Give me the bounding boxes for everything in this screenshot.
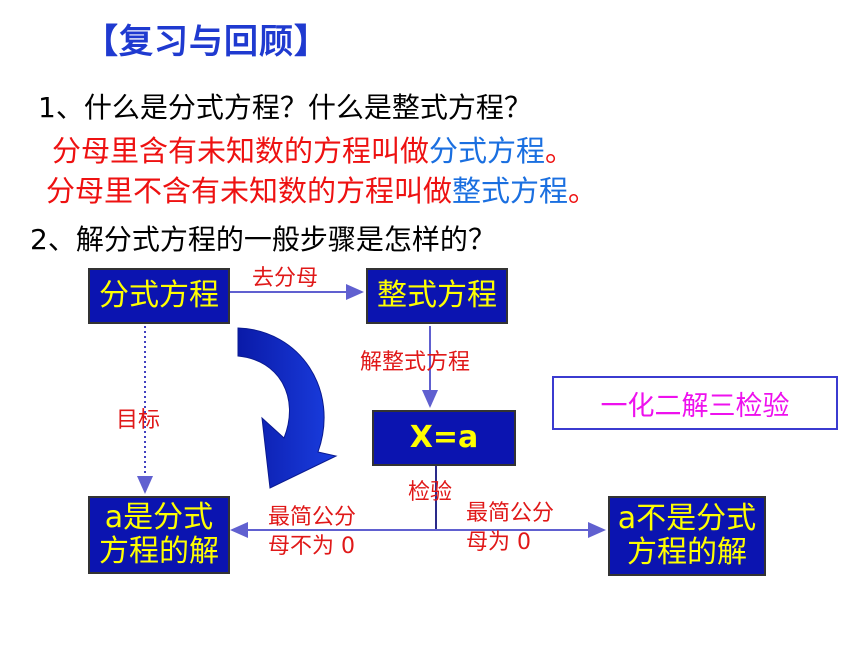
answer-2-prefix: 分母里不含有未知数的方程叫做	[46, 174, 453, 208]
box-is-root-line2: 方程的解	[99, 534, 219, 569]
box-solution: X=a	[372, 410, 516, 466]
box-solution-label: X=a	[409, 419, 479, 455]
label-check: 检验	[408, 480, 453, 505]
box-integral-equation: 整式方程	[366, 268, 508, 324]
label-solve-integral: 解整式方程	[360, 350, 471, 375]
label-denominator-zero-line2: 母为 0	[466, 529, 531, 555]
answer-1-suffix: 。	[545, 134, 575, 168]
answer-2-suffix: 。	[568, 174, 598, 208]
curved-flow-arrow	[237, 327, 338, 489]
label-denominator-zero-line1: 最简公分	[466, 501, 555, 526]
label-denominator-nonzero: 最简公分 母不为 0	[268, 504, 356, 561]
label-clear-denominator: 去分母	[252, 266, 319, 291]
box-fractional-equation-label: 分式方程	[99, 277, 219, 313]
label-goal: 目标	[116, 408, 161, 433]
label-denominator-nonzero-line2: 母不为 0	[268, 533, 355, 559]
box-is-root: a是分式 方程的解	[88, 496, 230, 574]
page-title: 【复习与回顾】	[84, 22, 329, 62]
box-not-root-line1: a不是分式	[617, 500, 757, 536]
answer-2-term: 整式方程	[452, 174, 569, 208]
question-2: 2、解分式方程的一般步骤是怎样的？	[30, 223, 496, 256]
question-1: 1、什么是分式方程？什么是整式方程？	[38, 91, 532, 124]
summary-box: 一化二解三检验	[552, 376, 838, 430]
answer-integral-definition: 分母里不含有未知数的方程叫做整式方程。	[46, 168, 597, 210]
answer-1-term: 分式方程	[429, 134, 546, 168]
box-fractional-equation: 分式方程	[88, 268, 230, 324]
box-not-root-line2: 方程的解	[627, 535, 747, 570]
summary-text: 一化二解三检验	[600, 390, 790, 422]
box-not-root: a不是分式 方程的解	[608, 496, 766, 576]
label-denominator-zero: 最简公分 母为 0	[466, 500, 554, 557]
box-integral-equation-label: 整式方程	[377, 277, 497, 313]
answer-1-prefix: 分母里含有未知数的方程叫做	[52, 134, 430, 168]
box-is-root-line1: a是分式	[104, 499, 214, 535]
answer-fractional-definition: 分母里含有未知数的方程叫做分式方程。	[52, 128, 574, 170]
label-denominator-nonzero-line1: 最简公分	[268, 505, 357, 530]
